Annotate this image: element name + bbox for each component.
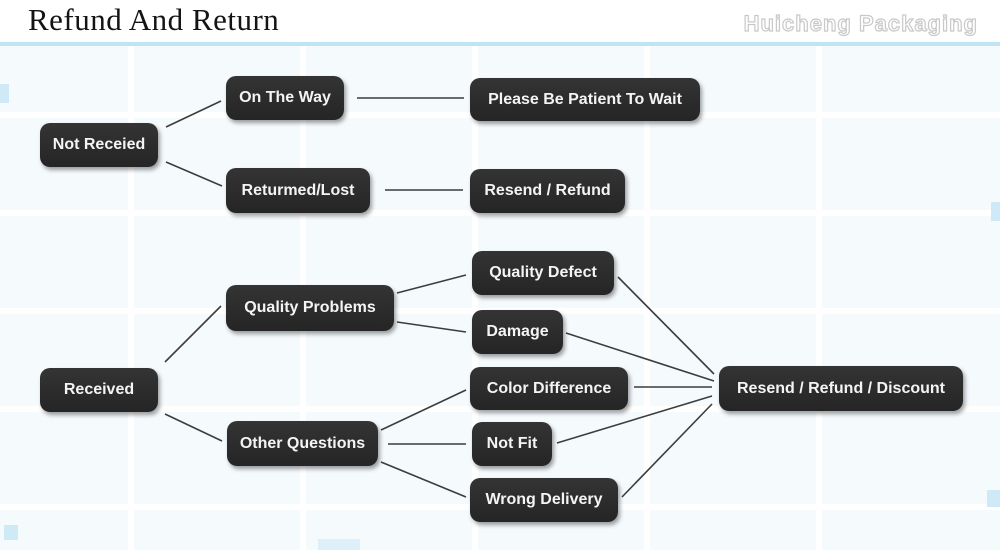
node-label: Not Fit [486,435,538,452]
edge-other-questions-to-color-difference [380,389,467,431]
node-label: Resend / Refund / Discount [736,379,945,397]
background-accent [318,539,360,550]
node-returned-lost: Returmed/Lost [226,168,370,213]
node-wrong-delivery: Wrong Delivery [470,478,618,522]
node-label: Not Receied [52,136,146,153]
node-quality-defect: Quality Defect [472,251,614,295]
node-label: Color Difference [486,379,612,397]
background-accent [987,490,1000,507]
edge-received-to-quality-problems [164,305,222,363]
edge-quality-problems-to-quality-defect [396,274,467,294]
edge-other-questions-to-wrong-delivery [380,461,467,498]
node-label: Quality Defect [489,264,597,281]
node-please-wait: Please Be Patient To Wait [470,78,700,121]
edge-wrong-delivery-to-resolution [621,403,713,498]
background-accent [4,525,18,540]
node-not-fit: Not Fit [472,422,552,466]
edge-not-fit-to-resolution [556,395,713,444]
node-label: Quality Problems [244,299,376,316]
node-not-received: Not Receied [40,123,158,167]
node-label: Please Be Patient To Wait [488,90,682,108]
edge-not-received-to-returned-lost [165,161,223,187]
node-label: Damage [486,323,549,340]
header: Refund And Return Huicheng Packaging [0,0,1000,42]
node-received: Received [40,368,158,412]
edge-quality-defect-to-resolution [617,276,715,375]
brand-watermark: Huicheng Packaging [743,10,978,36]
node-color-difference: Color Difference [470,367,628,410]
edge-not-received-to-on-the-way [165,100,222,128]
header-divider [0,42,1000,46]
node-damage: Damage [472,310,563,354]
edge-received-to-other-questions [164,413,223,442]
node-quality-problems: Quality Problems [226,285,394,331]
node-label: Other Questions [239,434,366,452]
edge-quality-problems-to-damage [396,321,467,333]
page-title: Refund And Return [28,2,280,37]
node-other-questions: Other Questions [227,421,378,466]
node-resolution: Resend / Refund / Discount [719,366,963,411]
edge-damage-to-resolution [565,332,715,382]
node-label: Returmed/Lost [241,181,355,199]
node-label: Received [63,381,135,398]
node-label: On The Way [239,89,331,106]
node-resend-refund: Resend / Refund [470,169,625,213]
background-accent [0,84,9,103]
background-accent [991,202,1000,221]
node-label: Wrong Delivery [485,491,603,508]
node-on-the-way: On The Way [226,76,344,120]
node-label: Resend / Refund [484,182,611,199]
